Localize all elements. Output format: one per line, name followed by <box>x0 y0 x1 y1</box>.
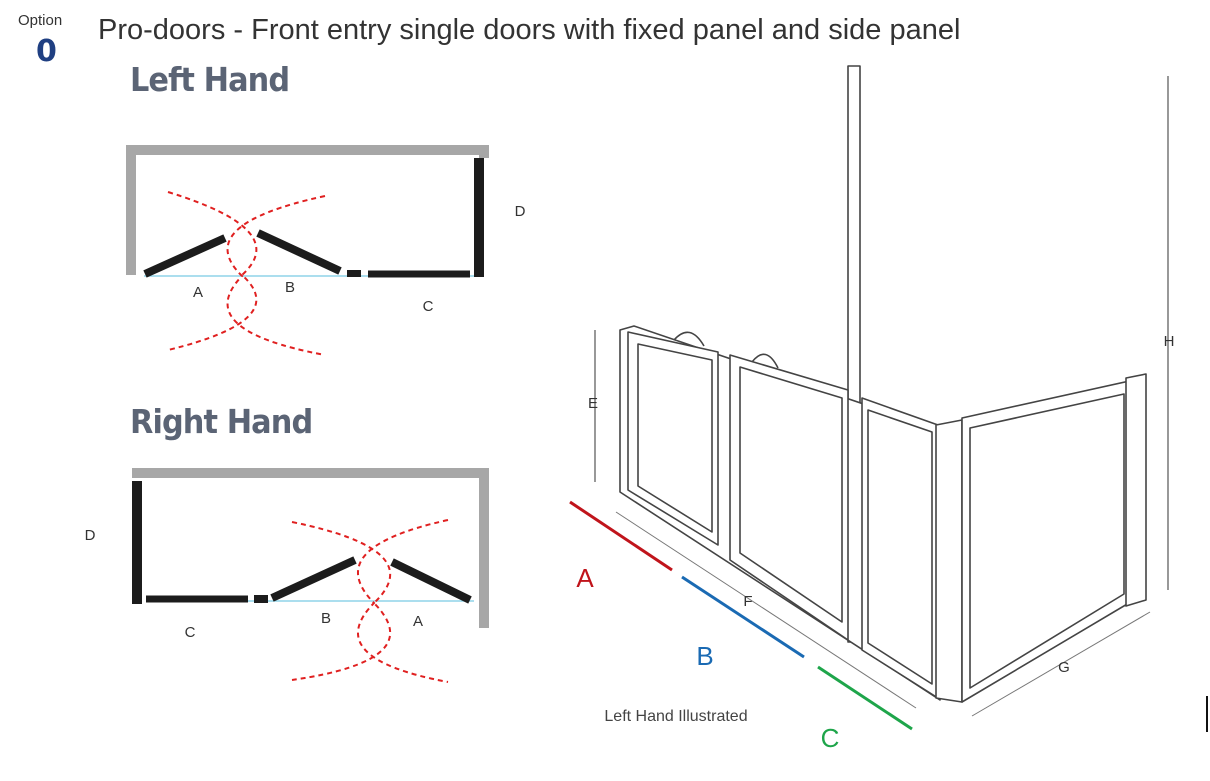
isometric-view <box>594 65 1169 717</box>
dimension-line-f <box>615 511 917 709</box>
page-title: Pro-doors - Front entry single doors wit… <box>98 14 961 46</box>
right-plan-door-a <box>390 558 472 604</box>
corner-post <box>935 419 963 703</box>
left-plan-label-d: D <box>515 203 526 220</box>
left-plan-label-b: B <box>285 279 295 296</box>
right-plan-hinge-post <box>254 595 268 603</box>
right-plan-label-c: C <box>185 624 196 641</box>
end-post <box>1125 373 1147 607</box>
iso-label-f: F <box>743 593 752 610</box>
right-plan-label-a: A <box>413 613 423 630</box>
door-b-handle <box>751 353 779 369</box>
side-panel-glass <box>969 393 1125 689</box>
left-plan-door-a <box>143 234 227 278</box>
left-plan-label-c: C <box>423 298 434 315</box>
right-hand-heading: Right Hand <box>130 402 313 441</box>
left-plan-swing-arc-a <box>167 191 258 351</box>
iso-label-g: G <box>1058 659 1070 676</box>
fixed-panel-glass <box>867 409 933 685</box>
iso-colored-label-b: B <box>696 641 713 671</box>
right-plan-door-b <box>270 556 357 602</box>
dimension-line-g <box>971 611 1151 717</box>
dimension-bar-b <box>681 575 805 659</box>
option-label: Option <box>18 12 63 29</box>
iso-colored-label-c: C <box>821 723 840 753</box>
iso-colored-label-a: A <box>576 563 594 593</box>
iso-label-e: E <box>588 395 598 412</box>
left-hand-heading: Left Hand <box>130 60 290 99</box>
iso-caption: Left Hand Illustrated <box>604 708 747 725</box>
door-b-glass <box>739 366 843 623</box>
right-plan-label-d: D <box>85 527 96 544</box>
door-a-glass <box>637 343 713 533</box>
right-plan-wall <box>132 468 489 628</box>
left-plan-hinge-post <box>347 270 361 277</box>
right-plan-label-b: B <box>321 610 331 627</box>
dimension-bar-a <box>569 500 673 572</box>
left-hand-plan: A B C D <box>126 145 526 356</box>
left-plan-door-b <box>256 229 342 275</box>
right-hand-plan: A B C D <box>85 468 489 683</box>
option-number: 0 <box>36 34 57 69</box>
iso-label-h: H <box>1164 333 1175 350</box>
left-plan-swing-arc-b <box>226 195 326 356</box>
right-plan-swing-arc-b <box>357 519 449 683</box>
left-plan-wall <box>126 145 489 275</box>
left-plan-label-a: A <box>193 284 203 301</box>
door-a-handle <box>673 331 705 347</box>
dimension-bar-c <box>817 665 913 731</box>
